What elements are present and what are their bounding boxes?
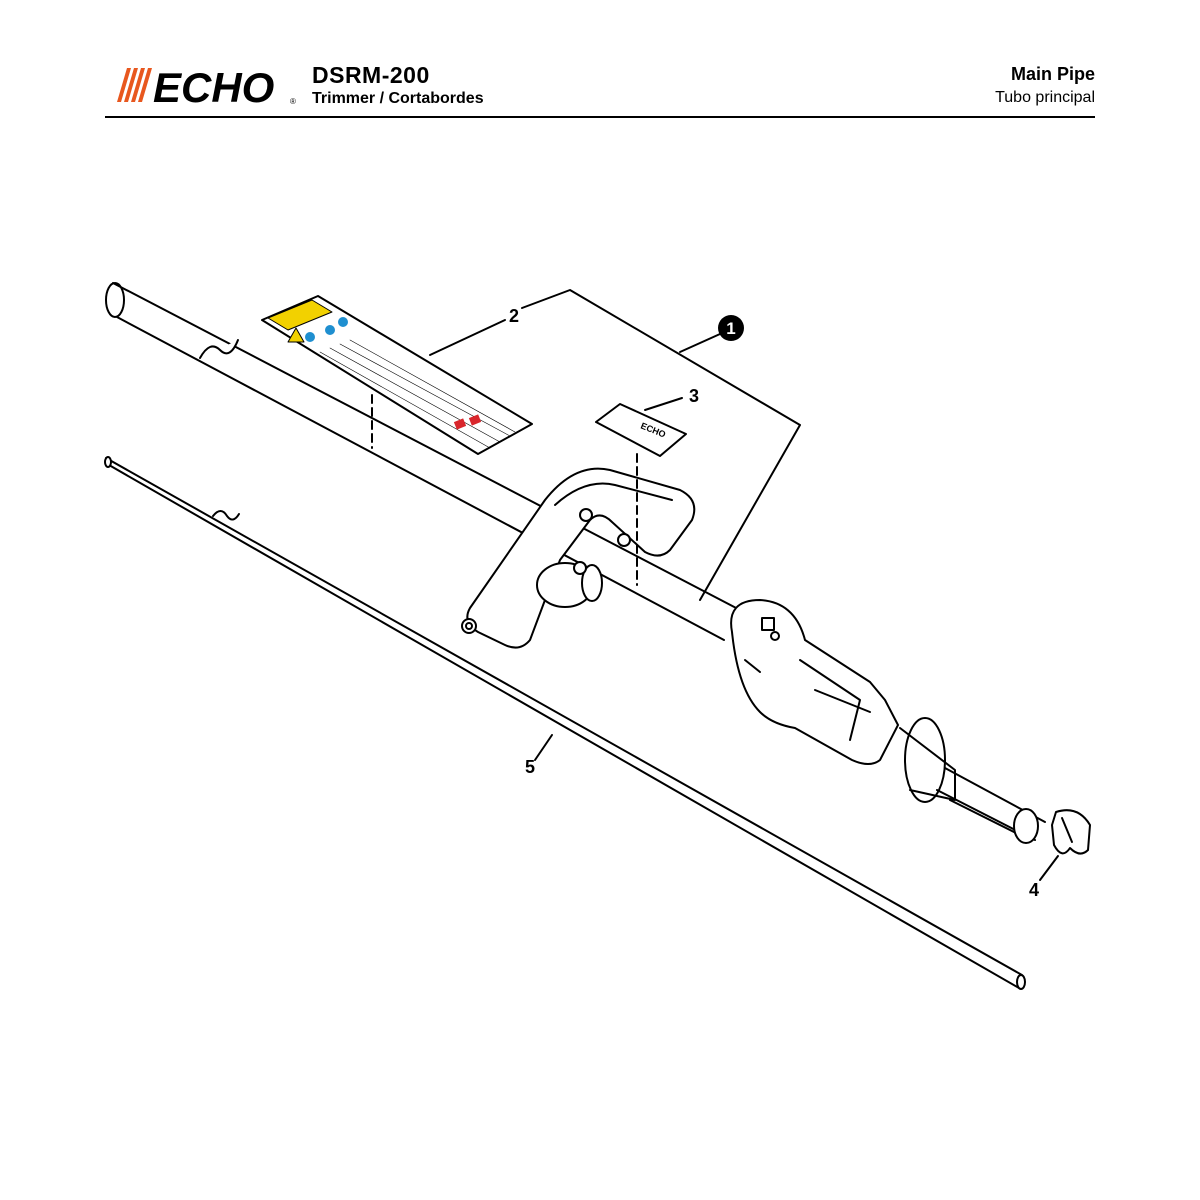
callout-2: 2 <box>509 306 519 326</box>
callout-4: 4 <box>1029 880 1039 900</box>
drive-shaft <box>104 456 1026 990</box>
main-pipe <box>105 282 741 641</box>
pipe-clip <box>1051 809 1091 855</box>
registered-mark: ® <box>290 97 296 106</box>
callout-1: 1 <box>726 319 735 338</box>
logo-stripes <box>117 68 152 102</box>
echo-logo: ECHO ® <box>105 60 305 111</box>
loop-handle <box>461 467 696 649</box>
model-subtitle: Trimmer / Cortabordes <box>312 90 484 107</box>
echo-decal <box>595 403 687 586</box>
header-divider <box>105 116 1095 118</box>
section-title: Main Pipe <box>1010 64 1095 84</box>
callout-1-badge <box>718 315 744 341</box>
throttle-housing <box>730 599 1046 844</box>
leader-lines <box>429 289 1059 881</box>
page-header: ECHO ® DSRM-200 Trimmer / Cortabordes Ma… <box>105 60 1095 118</box>
model-name: DSRM-200 <box>312 62 430 88</box>
callout-5: 5 <box>525 757 535 777</box>
logo-wordmark: ECHO <box>153 64 274 110</box>
section-subtitle: Tubo principal <box>995 89 1095 106</box>
warning-decal <box>261 295 533 455</box>
callout-3: 3 <box>689 386 699 406</box>
